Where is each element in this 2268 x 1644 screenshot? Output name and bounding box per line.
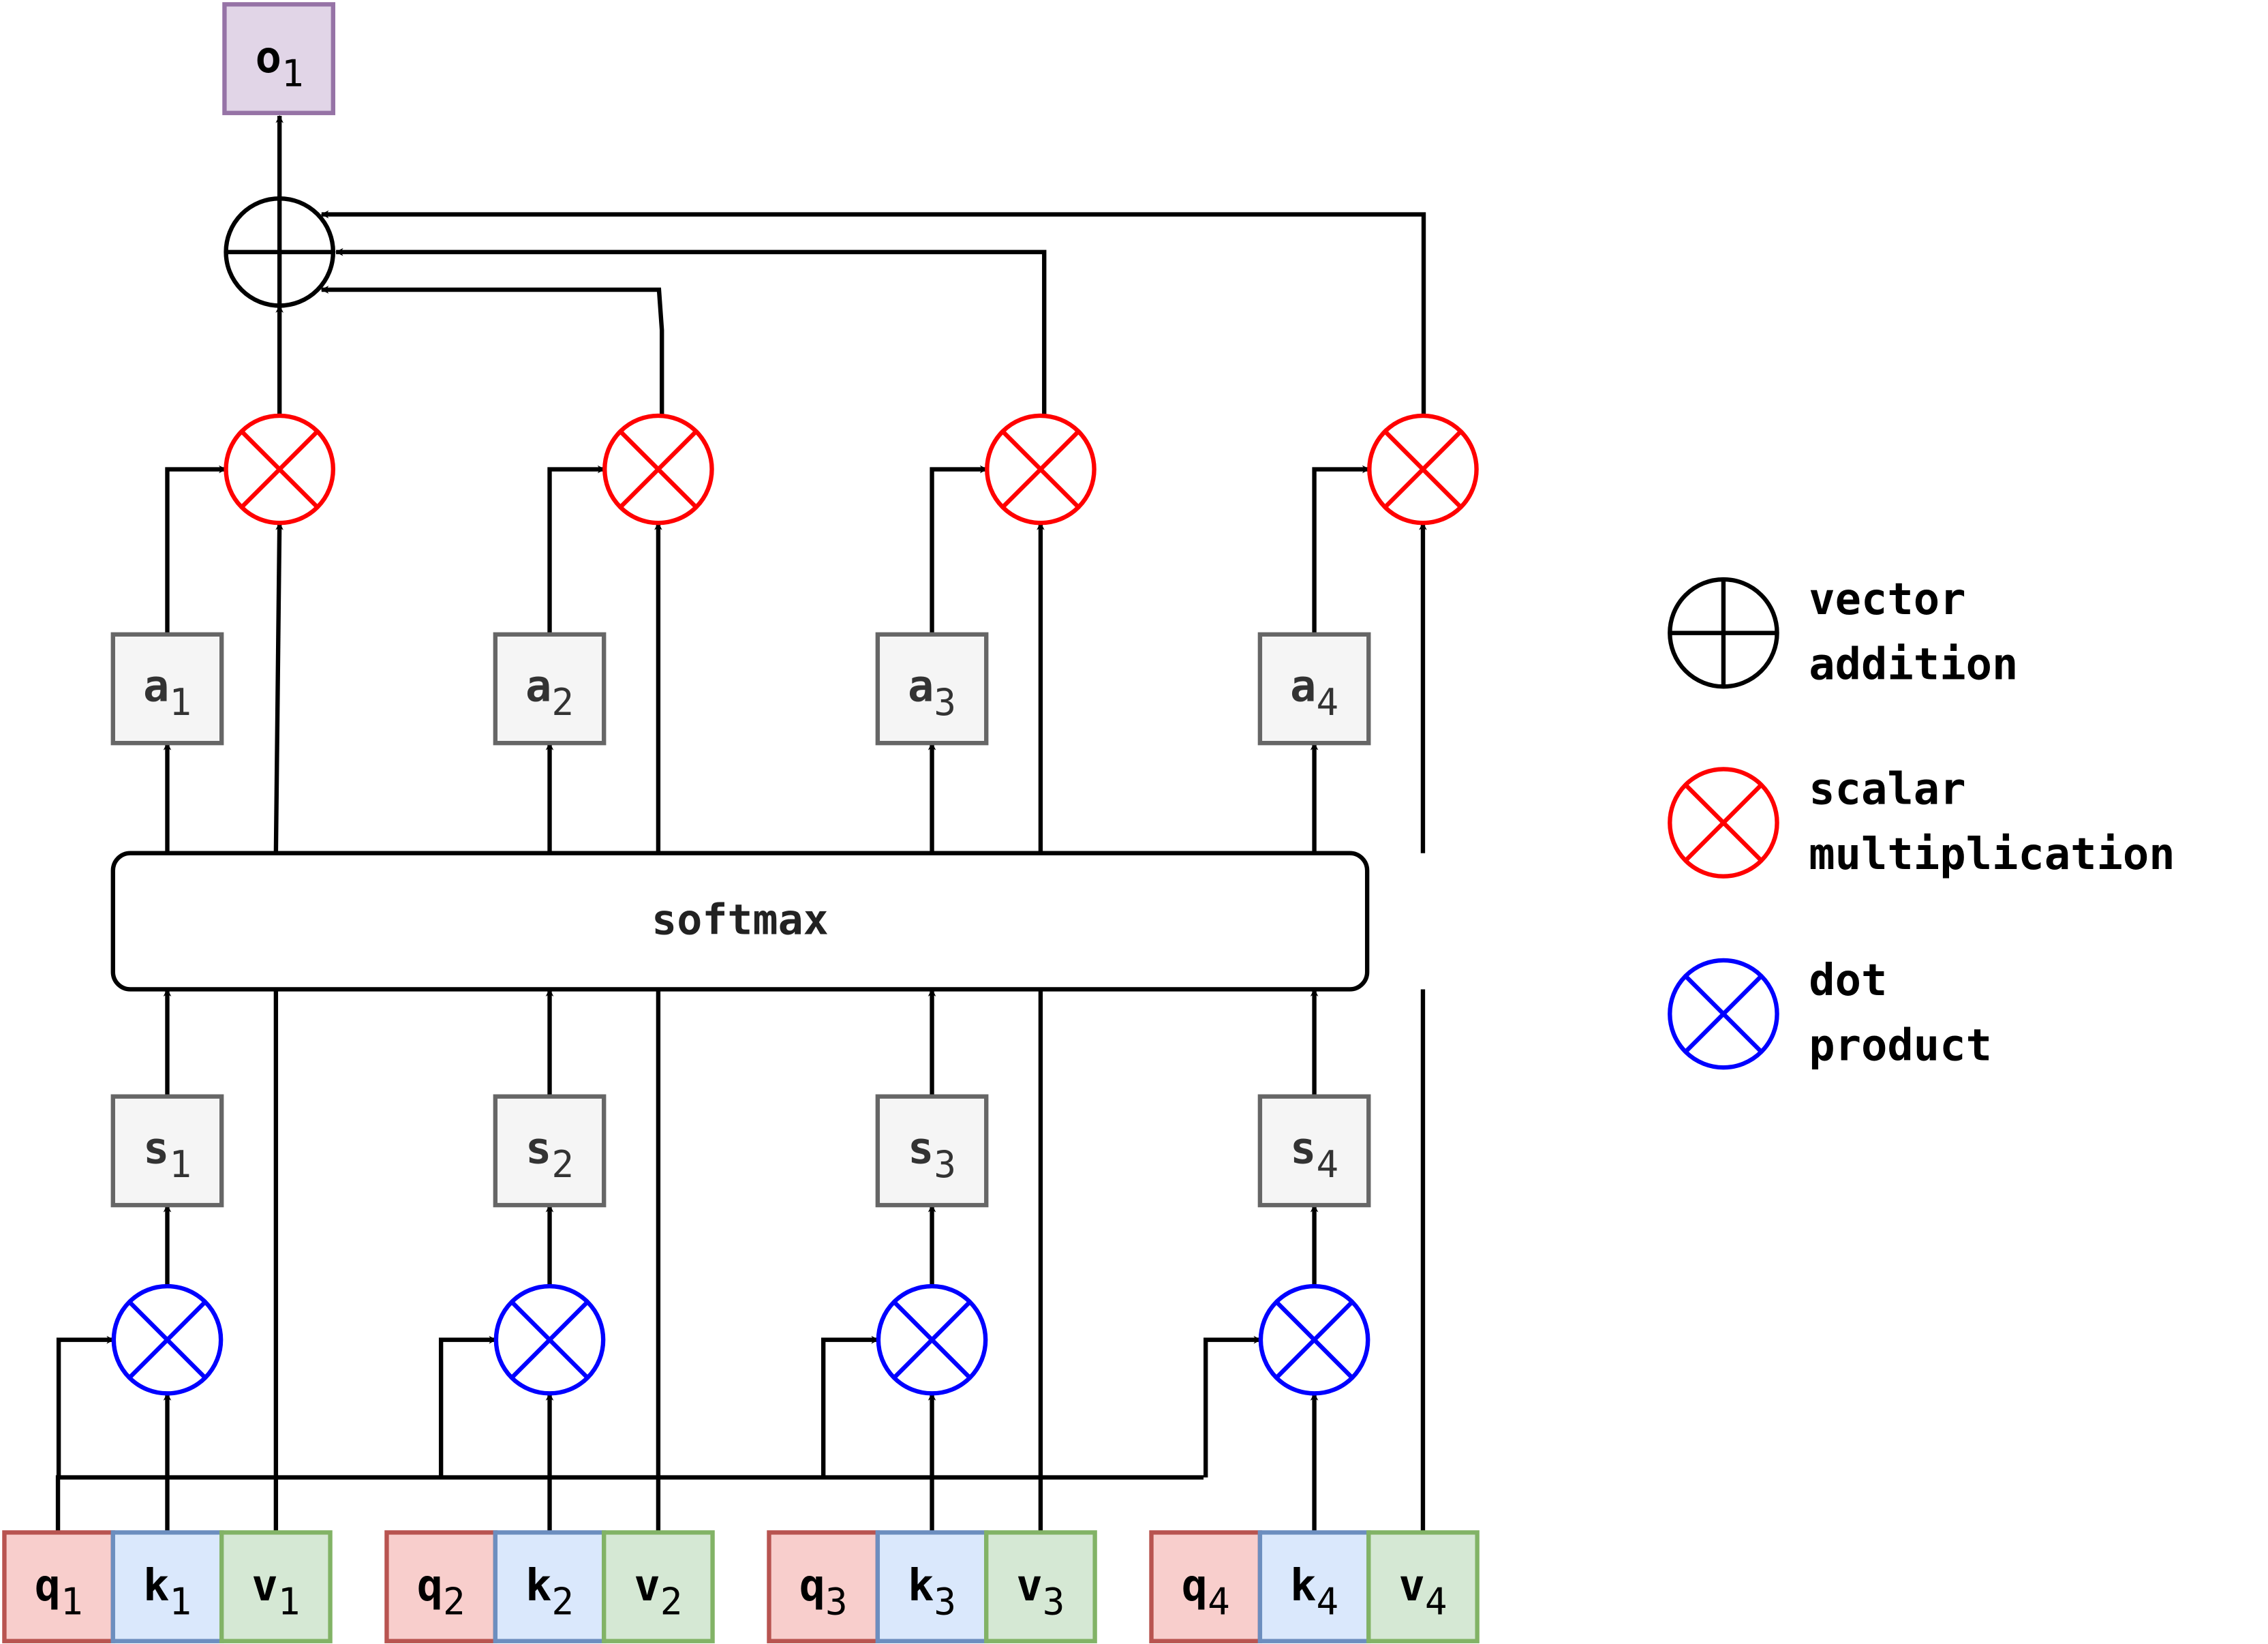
value-box-4 — [1366, 1530, 1480, 1643]
weight-label-4: a4 — [1290, 662, 1338, 724]
value-label-4: v4 — [1398, 1561, 1447, 1623]
dot-product-icon — [1258, 1283, 1370, 1396]
key-box-4 — [1257, 1530, 1371, 1643]
legend-text: addition — [1809, 640, 2018, 690]
legend-text: dot — [1809, 956, 1887, 1006]
dot-product-icon — [1668, 958, 1779, 1070]
weight-label-2: a2 — [525, 662, 574, 724]
mult-to-add-4 — [320, 210, 1426, 416]
weight-box-1 — [110, 632, 224, 746]
score-label-2: s2 — [525, 1123, 574, 1185]
key-label-2: k2 — [525, 1561, 574, 1623]
weight-to-mult-3 — [930, 465, 988, 635]
vector-addition-icon — [1668, 577, 1779, 689]
score-label-3: s3 — [908, 1123, 956, 1185]
dot-product-icon — [876, 1283, 988, 1396]
legend-text: scalar — [1809, 764, 1965, 815]
value-box-3 — [984, 1530, 1097, 1643]
key-label-3: k3 — [908, 1561, 956, 1623]
scalar-multiplication-icon — [602, 413, 714, 526]
value-label-2: v2 — [634, 1561, 682, 1623]
weight-box-4 — [1257, 632, 1371, 746]
weight-to-mult-2 — [547, 465, 606, 635]
query-to-dot-4 — [1204, 1335, 1262, 1478]
value-label-1: v1 — [251, 1561, 300, 1623]
score-label-4: s4 — [1290, 1123, 1338, 1185]
output-label: o1 — [256, 33, 304, 95]
value-to-mult-1 — [273, 521, 284, 853]
output-box — [222, 2, 336, 115]
softmax-label: softmax — [652, 896, 829, 945]
score-box-2 — [493, 1094, 607, 1208]
score-box-4 — [1257, 1094, 1371, 1208]
query-label-1: q1 — [35, 1561, 83, 1623]
scalar-multiplication-icon — [985, 413, 1097, 526]
score-box-3 — [875, 1094, 989, 1208]
query-label-3: q3 — [799, 1561, 848, 1623]
value-box-2 — [602, 1530, 715, 1643]
scalar-multiplication-icon — [1367, 413, 1479, 526]
legend-text: vector — [1809, 575, 1965, 625]
query-label-2: q2 — [417, 1561, 465, 1623]
key-label-4: k4 — [1290, 1561, 1338, 1623]
weight-box-2 — [493, 632, 607, 746]
score-box-1 — [110, 1094, 224, 1208]
weight-label-3: a3 — [908, 662, 956, 724]
query-label-4: q4 — [1182, 1561, 1230, 1623]
query-box-1 — [2, 1530, 115, 1643]
scalar-multiplication-icon — [1668, 767, 1779, 879]
query-to-dot-3 — [821, 1335, 880, 1478]
query-bus-line — [55, 1475, 1204, 1533]
legend: vector addition scalar multiplication dot pro… — [1668, 575, 2175, 1071]
softmax-box — [110, 851, 1370, 992]
query-to-dot-1 — [56, 1335, 115, 1478]
weight-to-mult-4 — [1312, 465, 1370, 635]
query-box-3 — [767, 1530, 880, 1643]
dot-product-icon — [111, 1283, 224, 1396]
mult-to-add-2 — [320, 286, 664, 416]
legend-text: multiplication — [1809, 829, 2175, 880]
query-to-dot-2 — [438, 1335, 497, 1478]
value-box-1 — [219, 1530, 333, 1643]
legend-text: product — [1809, 1021, 1992, 1071]
scalar-multiplication-icon — [224, 413, 336, 526]
value-label-3: v3 — [1016, 1561, 1064, 1623]
vector-addition-icon — [224, 196, 336, 308]
weight-box-3 — [875, 632, 989, 746]
dot-product-icon — [493, 1283, 606, 1396]
query-box-2 — [384, 1530, 498, 1643]
weight-to-mult-1 — [165, 465, 227, 635]
connectors — [55, 115, 1427, 1533]
weight-label-1: a1 — [143, 662, 191, 724]
key-label-1: k1 — [143, 1561, 191, 1623]
score-label-1: s1 — [143, 1123, 191, 1185]
mult-to-add-3 — [335, 247, 1047, 416]
